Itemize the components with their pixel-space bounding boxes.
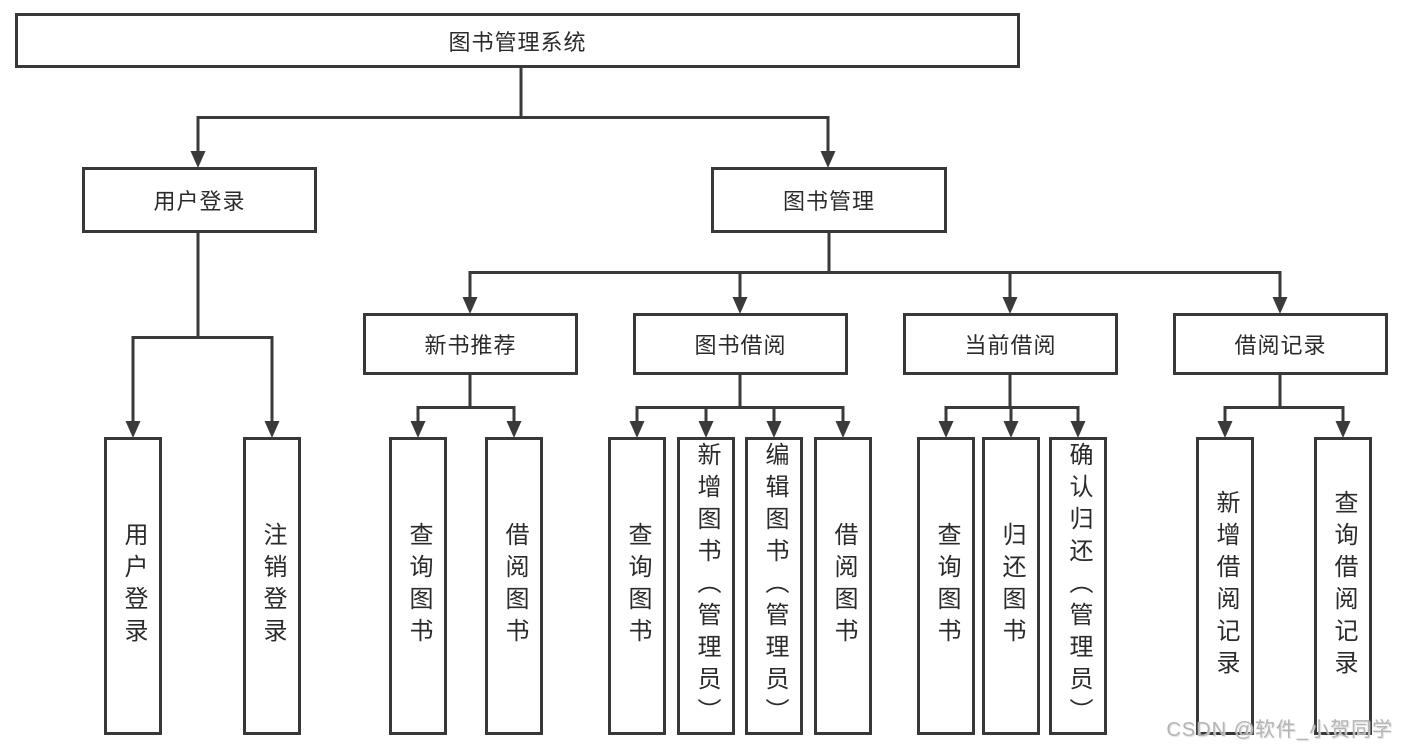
- node-borrowing-records: 借阅记录: [1173, 313, 1388, 375]
- leaf-query-books-3: 查询图书: [917, 437, 975, 735]
- arrowheads: [125, 151, 1351, 438]
- leaf-return-books-label: 归还图书: [998, 522, 1025, 650]
- leaf-edit-books-admin-label: 编辑图书（管理员）: [761, 442, 788, 730]
- leaf-borrow-books-1-label: 借阅图书: [501, 522, 528, 650]
- node-user-login-label: 用户登录: [153, 189, 246, 214]
- leaf-add-borrow-record-label: 新增借阅记录: [1212, 490, 1239, 682]
- leaf-query-books-2: 查询图书: [608, 437, 666, 735]
- leaf-confirm-return-admin-label: 确认归还（管理员）: [1065, 442, 1092, 730]
- leaf-add-borrow-record: 新增借阅记录: [1196, 437, 1254, 735]
- node-book-borrowing: 图书借阅: [633, 313, 848, 375]
- leaf-query-books-2-label: 查询图书: [624, 522, 651, 650]
- leaf-query-books-1: 查询图书: [389, 437, 447, 735]
- leaf-add-books-admin-label: 新增图书（管理员）: [693, 442, 720, 730]
- node-user-login: 用户登录: [82, 167, 317, 233]
- node-book-management: 图书管理: [711, 167, 947, 233]
- leaf-edit-books-admin: 编辑图书（管理员）: [745, 437, 803, 735]
- leaf-user-login-label: 用户登录: [120, 522, 147, 650]
- leaf-borrow-books-2-label: 借阅图书: [830, 522, 857, 650]
- node-borrowing-records-label: 借阅记录: [1234, 333, 1327, 358]
- leaf-return-books: 归还图书: [982, 437, 1040, 735]
- node-new-book-recommend: 新书推荐: [363, 313, 578, 375]
- node-book-management-label: 图书管理: [782, 189, 875, 214]
- node-current-borrowing: 当前借阅: [903, 313, 1118, 375]
- csdn-watermark: CSDN @软件_小贺同学: [1166, 719, 1393, 741]
- node-root-label: 图书管理系统: [448, 29, 587, 55]
- leaf-add-books-admin: 新增图书（管理员）: [677, 437, 735, 735]
- node-root-system: 图书管理系统: [15, 13, 1020, 68]
- leaf-query-books-3-label: 查询图书: [933, 522, 960, 650]
- node-book-borrowing-label: 图书借阅: [694, 333, 787, 358]
- leaf-user-login: 用户登录: [104, 437, 162, 735]
- leaf-query-borrow-record-label: 查询借阅记录: [1330, 490, 1357, 682]
- leaf-query-borrow-record: 查询借阅记录: [1314, 437, 1372, 735]
- node-current-borrowing-label: 当前借阅: [964, 333, 1057, 358]
- node-new-book-recommend-label: 新书推荐: [424, 333, 517, 358]
- leaf-confirm-return-admin: 确认归还（管理员）: [1049, 437, 1107, 735]
- leaf-query-books-1-label: 查询图书: [405, 522, 432, 650]
- leaf-logout-label: 注销登录: [259, 522, 286, 650]
- leaf-borrow-books-1: 借阅图书: [485, 437, 543, 735]
- leaf-logout: 注销登录: [243, 437, 301, 735]
- leaf-borrow-books-2: 借阅图书: [814, 437, 872, 735]
